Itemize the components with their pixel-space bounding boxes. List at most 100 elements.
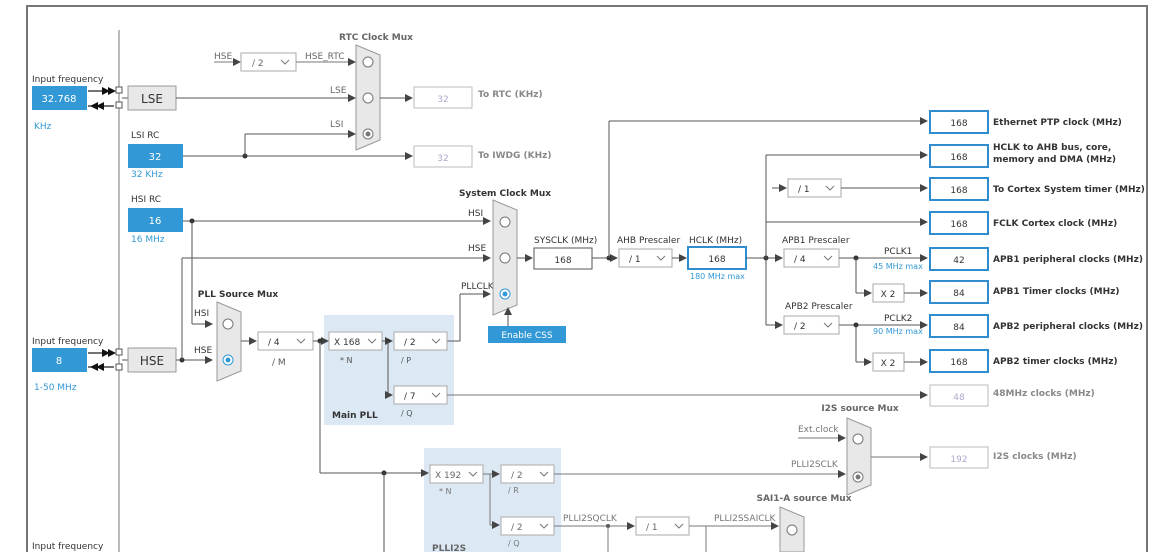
chevron-down-icon: [539, 523, 549, 529]
output-value: 168: [950, 186, 967, 196]
chevron-down-icon: [825, 185, 835, 191]
output-label: HCLK to AHB bus, core,: [993, 143, 1111, 153]
hse-input-value: 8: [56, 356, 62, 367]
pll-m-value: / 4: [268, 338, 280, 348]
sysclk-label: SYSCLK (MHz): [534, 236, 597, 246]
output-apb2-peripheral[interactable]: 84 APB2 peripheral clocks (MHz): [929, 314, 1143, 338]
plli2s-title: PLLI2S: [432, 544, 466, 552]
hse-input-field[interactable]: [32, 348, 87, 372]
lsi-unit: 32 KHz: [131, 170, 163, 180]
lsi-value: 32: [149, 152, 162, 163]
i2smux-ext-label: Ext.clock: [798, 425, 839, 435]
plli2sq-label: PLLI2SQCLK: [563, 514, 618, 524]
pll-p-label: / P: [401, 356, 411, 365]
hse-arrow-right-icon: [102, 349, 116, 357]
plli2s-n-label: * N: [439, 487, 452, 496]
apb1-max: 45 MHz max: [873, 262, 923, 271]
sysmux-pllclk-label: PLLCLK: [461, 282, 495, 292]
sysmux-title: System Clock Mux: [459, 189, 551, 199]
output-48mhz[interactable]: 48 48MHz clocks (MHz): [929, 384, 1095, 407]
output-value: 168: [950, 153, 967, 163]
sysmux-radio-hsi[interactable]: [499, 216, 511, 228]
output-apb2-timer[interactable]: 168 APB2 timer clocks (MHz): [929, 349, 1118, 373]
output-value: 168: [950, 119, 967, 129]
rtc-hse-divider[interactable]: [240, 52, 297, 72]
pllmux-title: PLL Source Mux: [198, 290, 279, 300]
ahb-prescaler[interactable]: [618, 248, 673, 268]
output-label: 48MHz clocks (MHz): [993, 389, 1095, 399]
lse-input-unit: KHz: [34, 122, 52, 132]
lse-input-field[interactable]: [32, 86, 87, 110]
plli2s-n-value: X 192: [435, 471, 461, 481]
cortex-divider[interactable]: [787, 178, 842, 198]
lse-block[interactable]: [127, 85, 177, 111]
output-cortex-timer[interactable]: 168 To Cortex System timer (MHz): [929, 177, 1145, 201]
apb1-prescaler[interactable]: [783, 248, 840, 268]
pll-p-divider[interactable]: [393, 331, 448, 351]
i2smux-radio-ext[interactable]: [852, 433, 864, 445]
pllmux-shape: [216, 301, 242, 382]
i2smux-shape: [846, 417, 872, 496]
hse-input-range: 1-50 MHz: [34, 383, 77, 393]
lsi-value-box[interactable]: [128, 144, 183, 168]
apb2-timer-x2: X 2: [881, 359, 896, 369]
i2smux-title: I2S source Mux: [821, 404, 899, 414]
output-value: 84: [953, 289, 965, 299]
lse-pin-1: [115, 86, 123, 94]
output-label: APB1 peripheral clocks (MHz): [993, 255, 1143, 265]
apb2-max: 90 MHz max: [873, 327, 923, 336]
chevron-down-icon: [468, 471, 478, 477]
apb1-value: / 4: [794, 255, 806, 265]
output-value: 192: [950, 455, 967, 465]
enable-css-button[interactable]: [488, 326, 566, 343]
ahb-value: / 1: [629, 255, 641, 265]
pll-n-value: X 168: [334, 338, 360, 348]
chevron-down-icon: [656, 255, 666, 261]
pll-p-value: / 2: [404, 338, 416, 348]
hse-arrow-left-icon: [90, 363, 104, 371]
pll-m-divider[interactable]: [257, 331, 314, 351]
pllmux-radio-hsi[interactable]: [222, 318, 234, 330]
lse-arrow-left-icon: [90, 102, 104, 110]
rtc-output-box[interactable]: [413, 86, 473, 109]
output-fclk[interactable]: 168 FCLK Cortex clock (MHz): [929, 211, 1117, 235]
lse-input-label: Input frequency: [32, 75, 104, 85]
rtc-mux-radio-lse[interactable]: [362, 92, 374, 104]
pll-m-label: / M: [272, 358, 286, 368]
pll-q-divider[interactable]: [393, 385, 448, 405]
output-label: I2S clocks (MHz): [993, 452, 1077, 462]
output-i2s[interactable]: 192 I2S clocks (MHz): [929, 446, 1077, 469]
chevron-down-icon: [431, 392, 441, 398]
sysmux-radio-hse[interactable]: [499, 252, 511, 264]
pll-q-label: / Q: [401, 409, 413, 418]
plli2s-area: [424, 448, 561, 552]
rtc-mux-radio-hse[interactable]: [362, 56, 374, 68]
sysclk-value: 168: [554, 256, 571, 266]
hclk-value: 168: [708, 255, 725, 265]
plli2s-r-value: / 2: [511, 471, 523, 481]
chevron-down-icon: [296, 338, 306, 344]
apb2-prescaler[interactable]: [783, 315, 840, 335]
lse-arrow-right-icon: [102, 87, 116, 95]
output-value: 42: [953, 256, 964, 266]
output-apb1-timer[interactable]: 84 APB1 Timer clocks (MHz): [929, 280, 1119, 304]
diagram-frame: [26, 5, 1148, 556]
ahb-label: AHB Prescaler: [617, 236, 680, 246]
saimux-radio[interactable]: [786, 524, 798, 536]
chevron-down-icon: [367, 338, 377, 344]
output-label: FCLK Cortex clock (MHz): [993, 219, 1117, 229]
rtc-hse-label: HSE: [214, 52, 232, 62]
output-apb1-peripheral[interactable]: 42 APB1 peripheral clocks (MHz): [929, 247, 1143, 271]
plli2ssai-label: PLLI2SSAICLK: [714, 514, 777, 524]
output-hclk[interactable]: 168 HCLK to AHB bus, core, memory and DM…: [929, 143, 1116, 168]
hclk-max: 180 MHz max: [690, 272, 745, 281]
rtc-lsi-in-label: LSI: [330, 120, 343, 130]
iwdg-output-box[interactable]: [413, 145, 473, 168]
output-ethernet-ptp[interactable]: 168 Ethernet PTP clock (MHz): [929, 110, 1122, 134]
output-value: 168: [950, 220, 967, 230]
rtc-output-label: To RTC (KHz): [478, 90, 543, 100]
main-pll-title: Main PLL: [332, 411, 378, 421]
hsi-value-box[interactable]: [128, 208, 183, 232]
chevron-down-icon: [280, 59, 290, 65]
